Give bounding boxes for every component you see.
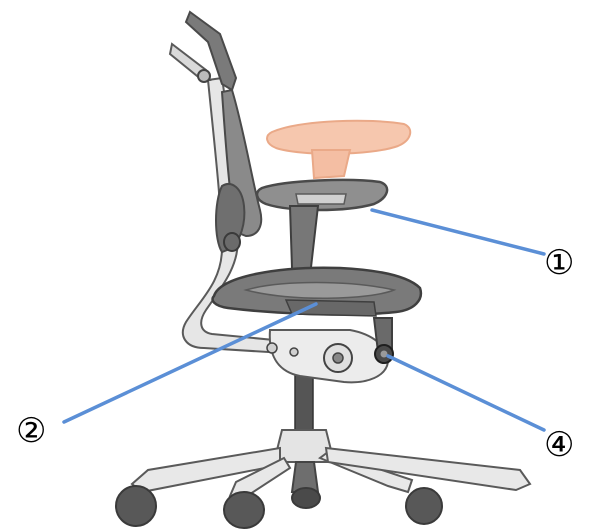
lumbar-knob [224,233,240,251]
mechanism-bolt-2 [290,348,298,356]
headrest-pivot [198,70,210,82]
callout-2: ② [16,411,46,451]
armrest-raised-pad [267,121,410,154]
caster-1 [116,486,156,526]
armrest-raised-position [267,121,410,178]
gas-cylinder [295,375,313,435]
seat [213,268,421,316]
caster-3 [292,488,320,508]
casters [116,486,442,528]
tilt-mechanism [267,318,393,382]
callout-1: ① [544,243,574,283]
caster-2 [224,492,264,528]
leader-line-4 [388,356,544,430]
mechanism-bolt [267,343,277,353]
leader-line-1 [372,210,544,254]
callout-4: ④ [544,425,574,465]
armrest-raised-post [312,150,350,178]
armrest-pad-inner [296,194,346,204]
headrest [186,12,236,90]
caster-4 [406,488,442,524]
mechanism-pivot-hub [333,353,343,363]
